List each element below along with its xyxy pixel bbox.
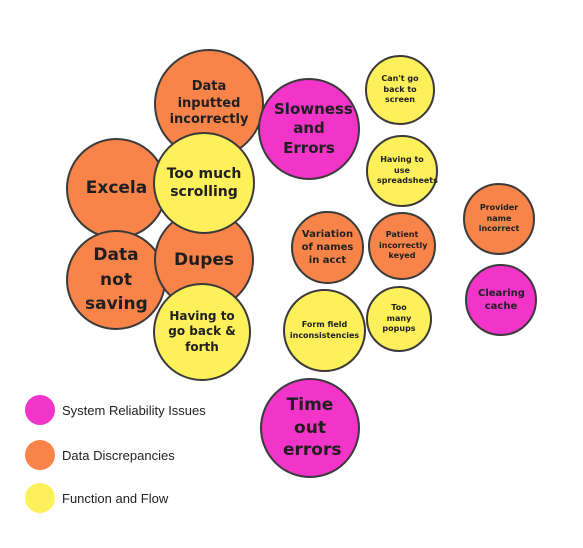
bubble-label: Patient incorrectly keyed: [379, 230, 428, 261]
bubble-label: Too much scrolling: [166, 165, 242, 200]
bubble-having-to-use-spreadsheets: Having to use spreadsheets: [366, 135, 438, 207]
bubble-label: Can't go back to screen: [381, 74, 419, 105]
legend-swatch-orange: [25, 440, 55, 470]
bubble-label: Slowness and Errors: [274, 99, 353, 157]
bubble-label: Provider name incorrect: [478, 203, 520, 234]
bubble-clearing-cache: Clearing cache: [465, 264, 537, 336]
legend-swatch-yellow: [25, 483, 55, 513]
legend-label: Data Discrepancies: [62, 447, 175, 463]
bubble-label: Excela: [85, 178, 148, 199]
bubble-time-out-errors: Time out errors: [260, 378, 360, 478]
bubble-label: Having to use spreadsheets: [377, 155, 438, 186]
bubble-variation-of-names-in-acct: Variation of names in acct: [291, 211, 364, 284]
bubble-data-not-saving: Data not saving: [66, 230, 166, 330]
bubble-too-much-scrolling: Too much scrolling: [153, 132, 255, 234]
bubble-label: Data inputted incorrectly: [169, 78, 249, 128]
bubble-label: Time out errors: [283, 394, 342, 461]
bubble-excela: Excela: [66, 138, 167, 239]
bubble-label: Variation of names in acct: [301, 229, 354, 266]
bubble-label: Having to go back & forth: [168, 308, 236, 354]
legend-item-system-reliability: System Reliability Issues: [25, 395, 206, 425]
bubble-form-field-inconsistencies: Form field inconsistencies: [283, 289, 366, 372]
bubble-label: Clearing cache: [478, 288, 525, 312]
bubble-label: Dupes: [173, 249, 235, 270]
bubble-label: Form field inconsistencies: [289, 320, 360, 340]
bubble-slowness-and-errors: Slowness and Errors: [258, 78, 360, 180]
legend-item-data-discrepancies: Data Discrepancies: [25, 440, 175, 470]
legend-label: Function and Flow: [62, 490, 169, 506]
bubble-cant-go-back-to-screen: Can't go back to screen: [365, 55, 435, 125]
legend-label: System Reliability Issues: [62, 402, 206, 418]
bubble-patient-incorrectly-keyed: Patient incorrectly keyed: [368, 212, 436, 280]
bubble-provider-name-incorrect: Provider name incorrect: [463, 183, 535, 255]
bubble-having-to-go-back-forth: Having to go back & forth: [153, 283, 251, 381]
bubble-too-many-popups: Too many popups: [366, 286, 432, 352]
legend-item-function-and-flow: Function and Flow: [25, 483, 168, 513]
bubble-label: Too many popups: [382, 303, 416, 334]
legend-swatch-pink: [25, 395, 55, 425]
bubble-label: Data not saving: [85, 245, 148, 315]
